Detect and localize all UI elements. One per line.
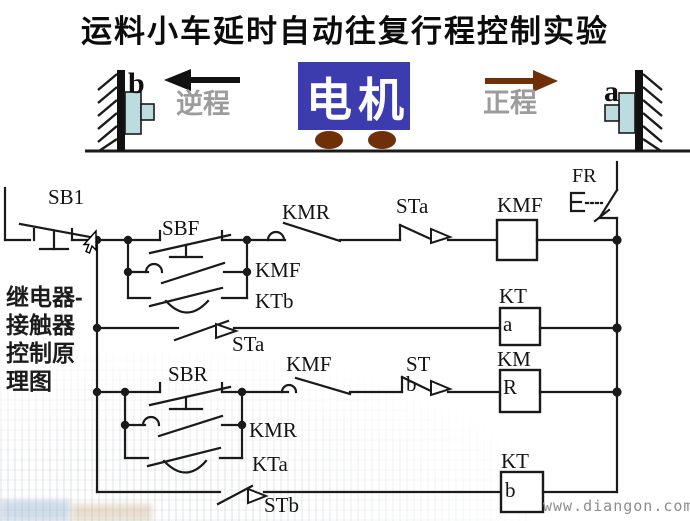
rung3-parallel-branches xyxy=(123,390,244,474)
label-ktb-coil: KT xyxy=(501,449,529,473)
label-sbr: SBR xyxy=(168,362,208,386)
motor-body xyxy=(298,62,410,130)
rung1-parallel-branches xyxy=(126,238,249,314)
label-kmf-coil: KMF xyxy=(497,193,543,217)
background-photo-patch xyxy=(72,504,152,521)
label-kmr-seal: KMR xyxy=(249,418,297,442)
side-caption-line: 接触器 xyxy=(6,312,75,338)
label-kmf-seal: KMF xyxy=(255,258,301,282)
rung2-kta xyxy=(95,306,619,347)
sb1-stop-button-symbol xyxy=(3,186,99,251)
reverse-direction-label: 逆程 xyxy=(176,88,230,119)
label-stb-limit-sub: b xyxy=(406,372,417,396)
page-title: 运料小车延时自动往复行程控制实验 xyxy=(81,14,609,49)
cart-wheel-icon xyxy=(368,131,396,149)
motor-cart: 电机 xyxy=(298,62,410,149)
side-caption: 继电器- 接触器 控制原 理图 xyxy=(6,283,98,395)
rung1-kmf xyxy=(95,218,619,262)
label-kta-coil-sub: a xyxy=(503,312,513,336)
side-caption-line: 理图 xyxy=(6,368,52,394)
label-ktb-coil-sub: b xyxy=(505,478,516,502)
side-caption-line: 继电器- xyxy=(6,284,83,310)
label-kmr-coil-sub: R xyxy=(503,375,517,399)
kta-coil-box xyxy=(498,306,542,347)
label-sbf: SBF xyxy=(162,216,199,240)
junction-dots xyxy=(92,235,622,430)
label-kmf-interlock: KMF xyxy=(286,352,332,376)
rung4-ktb xyxy=(95,470,619,514)
kmf-coil-box xyxy=(495,218,539,262)
label-sta-limit: STa xyxy=(396,194,429,218)
right-wall xyxy=(635,70,643,151)
limit-label-a: a xyxy=(604,75,619,108)
mouse-cursor-icon xyxy=(82,229,97,254)
left-wall xyxy=(117,70,125,151)
label-kta-coil: KT xyxy=(499,284,527,308)
motor-label: 电机 xyxy=(306,75,410,126)
site-watermark: www.diangon.com xyxy=(543,497,690,515)
label-kmr-coil: KM xyxy=(497,347,531,371)
track-scene: b a 逆程 正程 电机 xyxy=(85,62,690,153)
ktb-coil-box xyxy=(499,470,545,514)
forward-direction-label: 正程 xyxy=(483,88,537,118)
right-wall-hatch-icon xyxy=(642,73,663,152)
cart-wheel-icon xyxy=(315,131,343,149)
reverse-arrow-icon xyxy=(164,69,240,91)
label-fr: FR xyxy=(572,165,597,187)
label-sta-trigger: STa xyxy=(232,332,265,356)
forward-arrow-icon xyxy=(485,70,558,92)
label-kta-delay: KTa xyxy=(252,452,289,476)
label-kmr-interlock: KMR xyxy=(282,200,330,224)
limit-label-b: b xyxy=(128,67,145,100)
label-sb1: SB1 xyxy=(48,185,84,209)
label-stb-limit: ST xyxy=(406,352,431,376)
rung3-kmr xyxy=(95,368,619,414)
background-photo-patch xyxy=(0,500,70,521)
label-stb-trigger: STb xyxy=(264,493,299,517)
right-bumper-icon xyxy=(604,92,636,134)
kmr-coil-box xyxy=(498,368,542,414)
left-wall-hatch-icon xyxy=(97,73,118,152)
left-bumper-icon xyxy=(124,91,155,135)
fr-overload-symbol xyxy=(569,160,619,242)
side-caption-line: 控制原 xyxy=(6,340,75,366)
ladder-circuit: SB1 xyxy=(3,160,622,517)
label-ktb-delay: KTb xyxy=(255,289,294,313)
